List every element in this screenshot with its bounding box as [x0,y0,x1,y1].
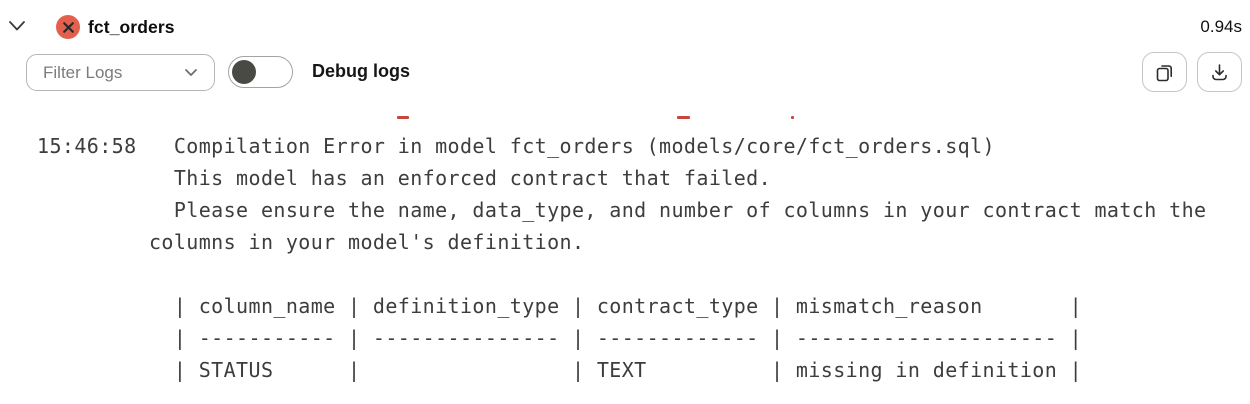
copy-logs-button[interactable] [1142,52,1187,92]
download-logs-button[interactable] [1197,52,1242,92]
error-status-icon [56,15,80,39]
log-output: 15:46:58 Compilation Error in model fct_… [37,134,1207,382]
chevron-down-icon [184,68,198,77]
run-title: fct_orders [88,17,175,37]
copy-icon [1154,62,1175,83]
run-duration: 0.94s [1200,17,1242,36]
download-icon [1209,62,1230,83]
filter-logs-dropdown[interactable]: Filter Logs [26,54,215,91]
toggle-knob [232,59,256,84]
debug-logs-toggle[interactable] [228,56,293,88]
collapse-chevron-icon[interactable] [8,19,26,31]
filter-logs-label: Filter Logs [43,62,123,82]
debug-logs-label: Debug logs [312,61,410,81]
